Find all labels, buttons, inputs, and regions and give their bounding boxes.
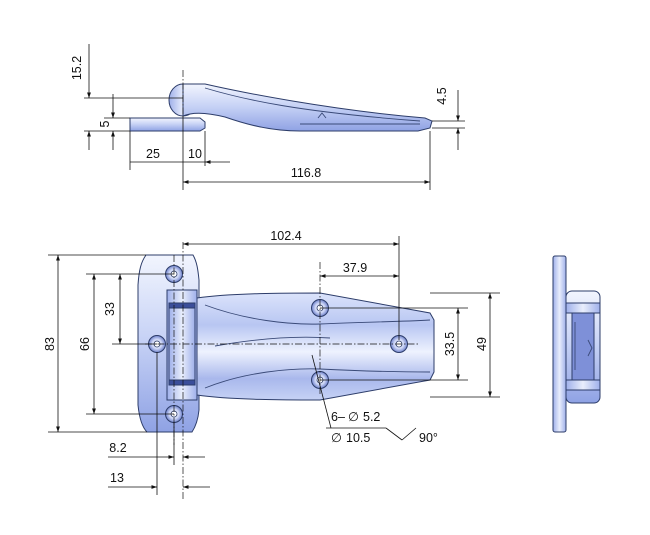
dim-hole-offset-large: 13 bbox=[110, 471, 124, 485]
front-view-part bbox=[137, 254, 435, 433]
dim-overall-length: 116.8 bbox=[291, 166, 321, 180]
callout-dia-symbol-1: ∅ bbox=[348, 410, 359, 424]
dim-strap-hole-span: 33.5 bbox=[443, 332, 457, 356]
dim-base-front: 10 bbox=[188, 147, 202, 161]
dim-overall-height: 83 bbox=[43, 337, 57, 351]
side-view-part bbox=[129, 83, 433, 132]
dim-pin-height: 15.2 bbox=[70, 56, 84, 80]
dim-pin-to-far-hole: 102.4 bbox=[270, 229, 301, 243]
dim-base-height: 5 bbox=[98, 120, 112, 127]
dim-hole-offset-small: 8.2 bbox=[109, 441, 126, 455]
dim-strap-height: 49 bbox=[475, 337, 489, 351]
callout-count: 6– bbox=[331, 410, 345, 424]
end-view bbox=[552, 255, 601, 433]
callout-hole-dia: 5.2 bbox=[363, 410, 380, 424]
callout-counter-dia: 10.5 bbox=[346, 431, 370, 445]
front-view-dimensions: 102.4 37.9 83 66 33 33.5 bbox=[43, 229, 500, 500]
hole-callout: 6– ∅ 5.2 ∅ 10.5 90° bbox=[311, 354, 438, 445]
front-view: 102.4 37.9 83 66 33 33.5 bbox=[43, 229, 500, 500]
side-view-dimensions: 15.2 5 4.5 25 10 1 bbox=[70, 44, 465, 190]
side-view: 15.2 5 4.5 25 10 1 bbox=[70, 44, 465, 190]
dim-leaf-hole-upper: 33 bbox=[103, 302, 117, 316]
dim-tip-thickness: 4.5 bbox=[435, 87, 449, 104]
dim-leaf-hole-span: 66 bbox=[78, 337, 92, 351]
callout-dia-symbol-2: ∅ bbox=[331, 431, 342, 445]
callout-angle: 90° bbox=[419, 431, 438, 445]
dim-hole-spacing: 37.9 bbox=[343, 261, 367, 275]
dim-base-rear: 25 bbox=[146, 147, 160, 161]
